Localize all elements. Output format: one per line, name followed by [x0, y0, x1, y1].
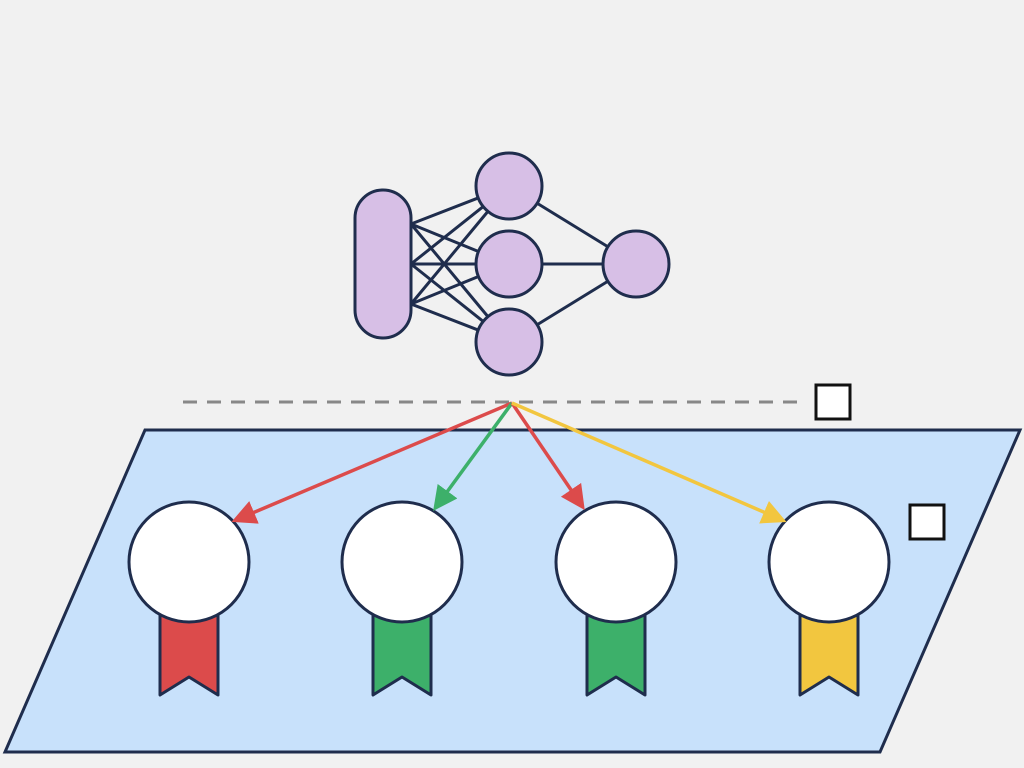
- hidden-node-3: [474, 307, 544, 377]
- network-edge-6: [410, 262, 485, 323]
- hidden-node-2: [474, 229, 544, 299]
- checkbox-icon[interactable]: [814, 383, 852, 421]
- input-node-pill: [353, 188, 413, 340]
- network-edge-9: [410, 302, 479, 332]
- award-medal-icon: [767, 500, 891, 697]
- neural-network-icon: [353, 151, 671, 377]
- arrow-icon: [511, 401, 787, 524]
- network-edge-7: [409, 210, 490, 305]
- medal-face: [554, 500, 678, 624]
- network-edge-4: [410, 205, 485, 266]
- checkbox-icon[interactable]: [908, 503, 946, 541]
- neural-network-edges: [409, 196, 609, 332]
- arrow-icon: [231, 401, 513, 524]
- hidden-node-1: [474, 151, 544, 221]
- network-edge-8: [410, 275, 480, 306]
- network-edge-1: [410, 196, 479, 226]
- network-edge-12: [536, 279, 609, 327]
- medal-face: [127, 500, 251, 624]
- award-medal-icon: [340, 500, 464, 697]
- medal-face: [767, 500, 891, 624]
- arrow-icon: [510, 402, 585, 511]
- output-node: [601, 229, 671, 299]
- award-medal-icon: [127, 500, 251, 697]
- arrows-group: [231, 401, 787, 524]
- arrow-icon: [433, 401, 514, 511]
- award-medal-icon: [554, 500, 678, 697]
- medals-group: [127, 500, 891, 697]
- network-edge-3: [409, 223, 490, 318]
- network-edge-10: [536, 201, 609, 249]
- medal-face: [340, 500, 464, 624]
